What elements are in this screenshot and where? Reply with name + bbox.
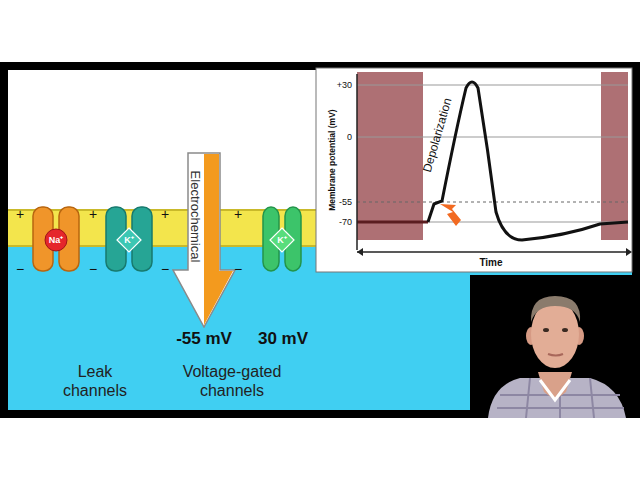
axis-tick: +30 (337, 80, 352, 91)
axis-tick: 0 (347, 132, 352, 143)
threshold-value: -55 mV (176, 329, 232, 349)
section-label: Leak channels (55, 362, 135, 400)
axis-title: Membrane potential (mV) (327, 109, 337, 211)
section-label: Voltage-gated channels (173, 362, 291, 400)
charge-sign: + (89, 206, 97, 223)
voltage-gated-channel: K⁺ (262, 206, 302, 272)
sodium-leak-channel: Na⁺ (32, 206, 80, 272)
ion-label: Na⁺ (49, 236, 64, 245)
arrow-shape (172, 152, 236, 328)
ion-label: K⁺ (277, 236, 287, 245)
charge-sign: + (16, 206, 24, 223)
arrow-label: Electrochemical (190, 170, 203, 262)
charge-sign: − (89, 261, 97, 278)
axis-tick: -55 (339, 197, 352, 208)
gradient-arrow: Electrochemical (172, 152, 236, 328)
charge-sign: − (161, 261, 169, 278)
peak-value: 30 mV (258, 329, 308, 349)
axis-title: Time (479, 257, 502, 269)
charge-sign: + (234, 206, 242, 223)
graph-inset (316, 68, 632, 272)
presenter (488, 296, 626, 418)
charge-sign: − (234, 261, 242, 278)
potassium-leak-channel: K⁺ (105, 206, 153, 272)
charge-sign: − (16, 261, 24, 278)
ion-label: K⁺ (124, 236, 134, 245)
charge-sign: + (161, 206, 169, 223)
axis-tick: -70 (339, 217, 352, 228)
